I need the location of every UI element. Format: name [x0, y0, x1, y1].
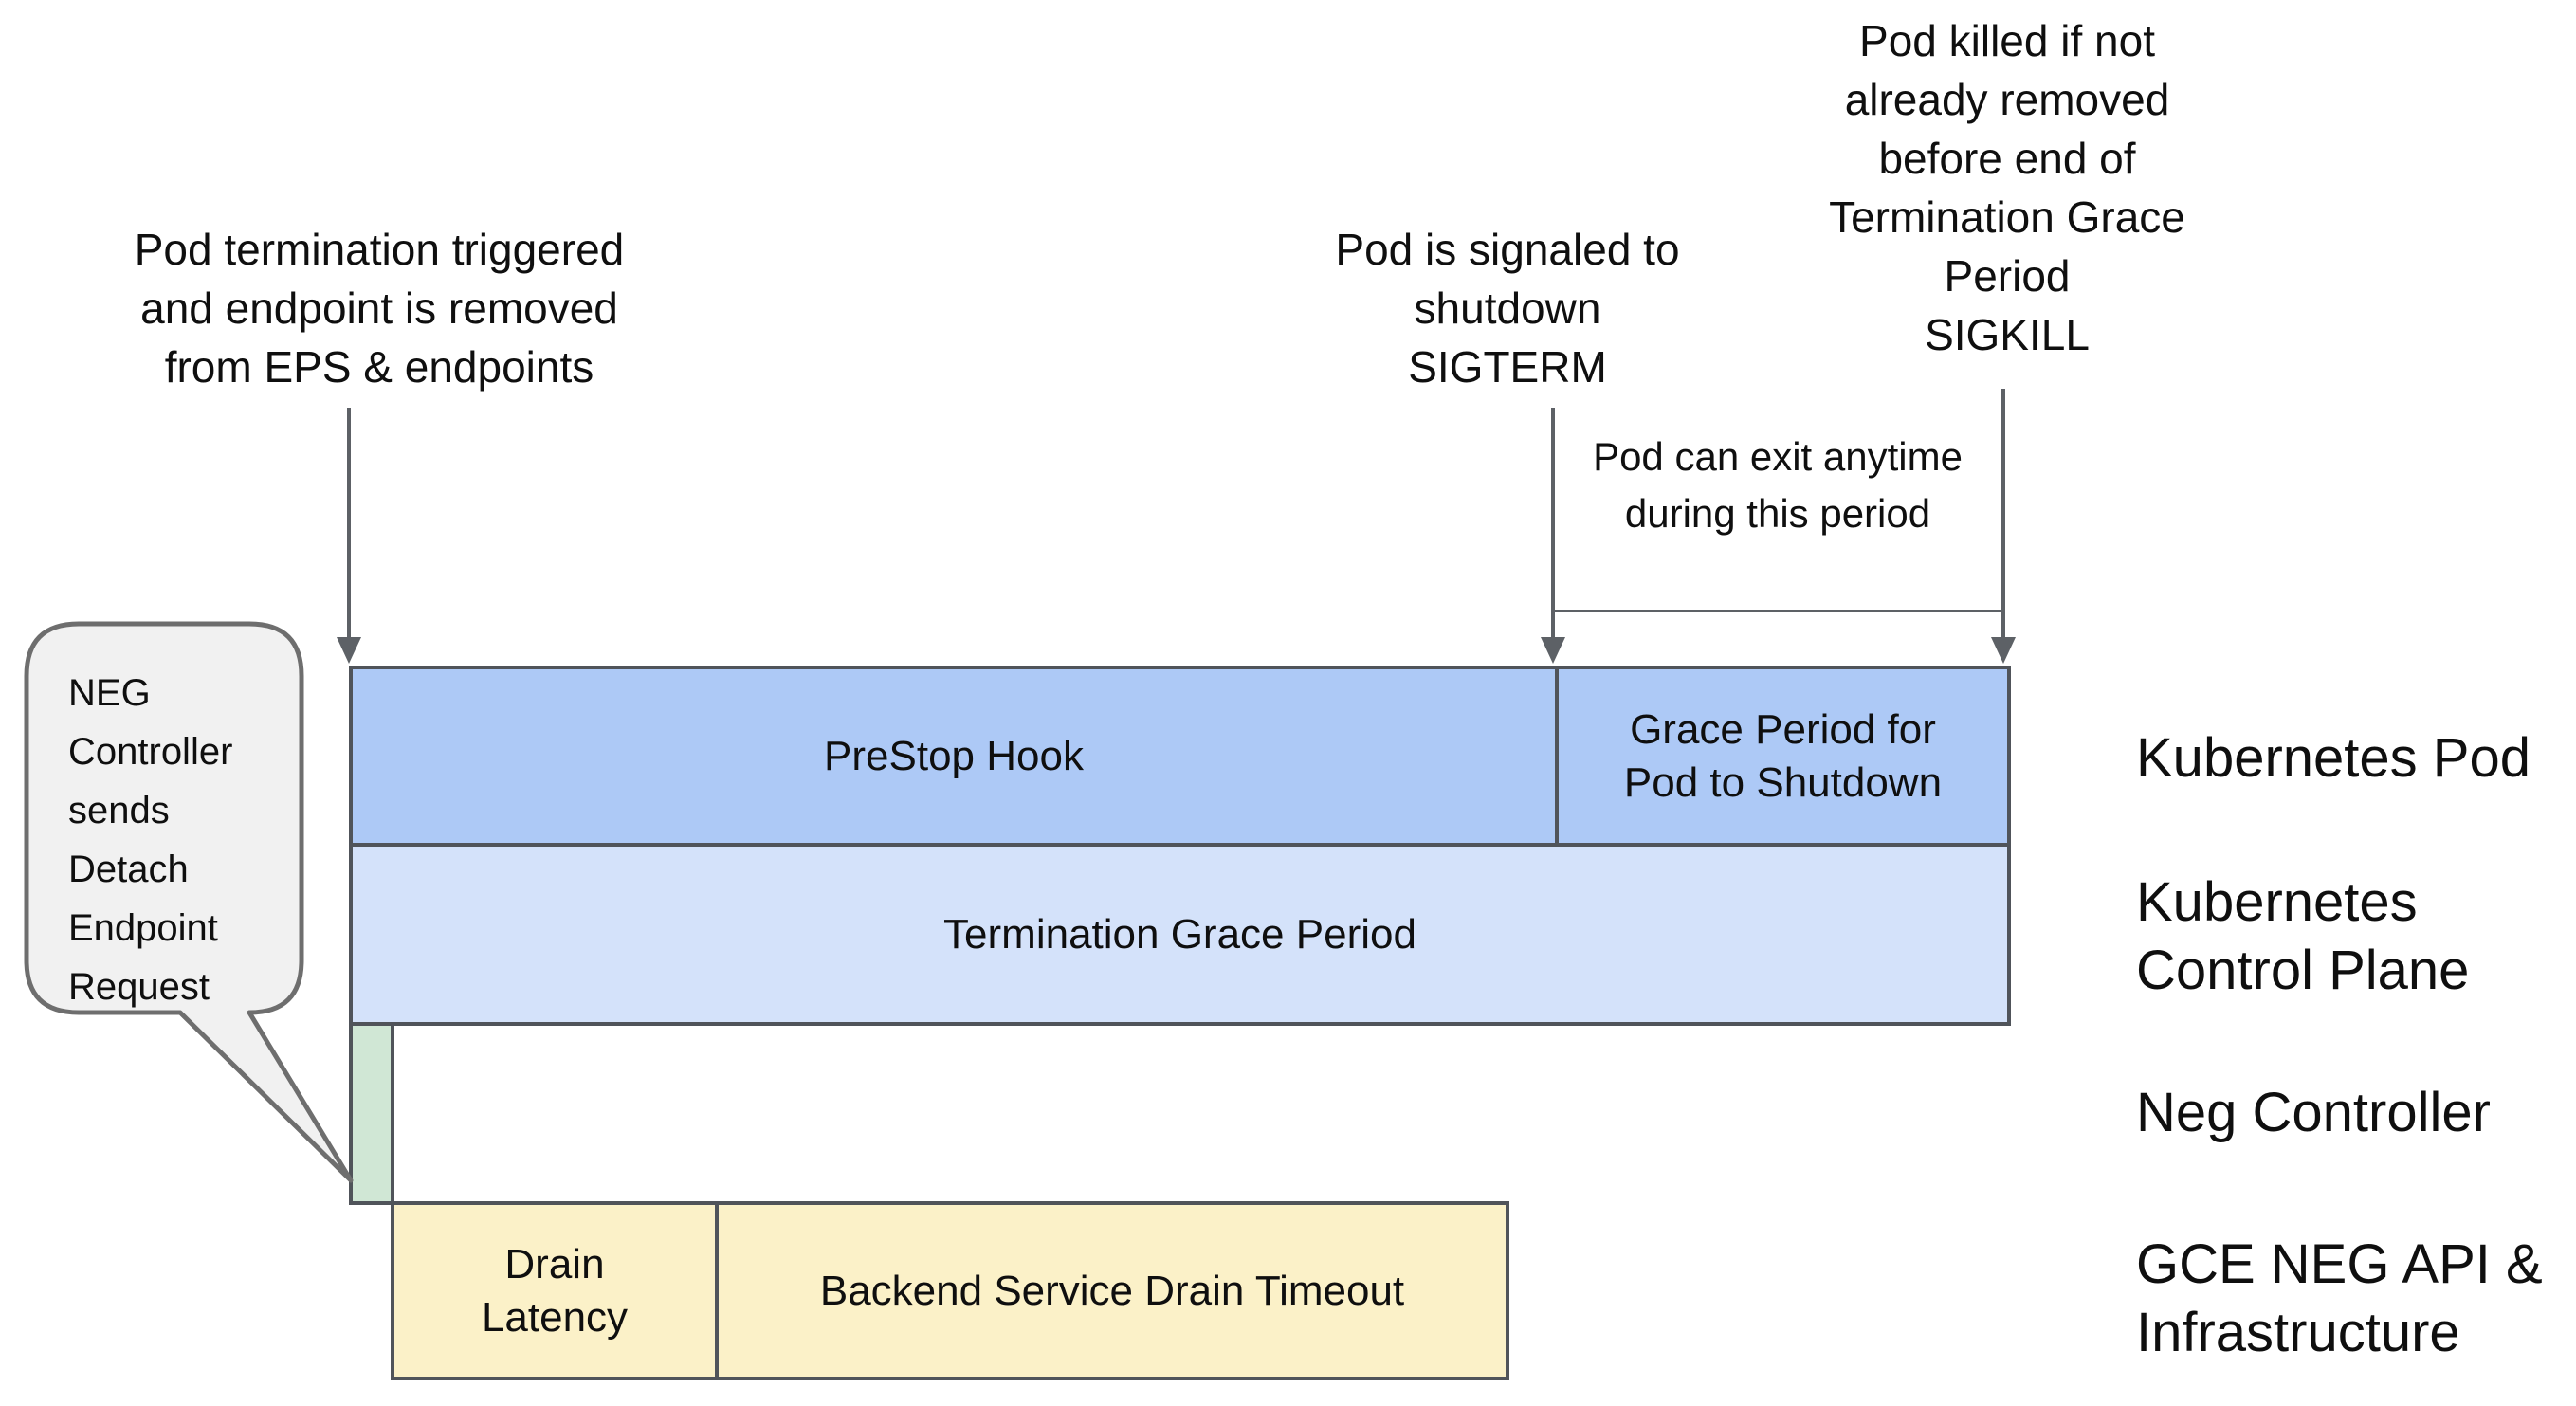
lane-label-gce-neg-api: GCE NEG API & Infrastructure: [2136, 1233, 2543, 1363]
bar-grace-period-label: Grace Period for Pod to Shutdown: [1623, 705, 1943, 806]
exit-window-bracket-line: [1553, 610, 2003, 612]
lane-label-neg-controller: Neg Controller: [2136, 1082, 2491, 1143]
annotation-sigkill: Pod killed if not already removed before…: [1829, 16, 2185, 359]
arrow-head-sigkill: [1991, 637, 2016, 664]
lane-label-kubernetes-control-plane: Kubernetes Control Plane: [2136, 871, 2470, 1001]
bar-backend-drain-label: Backend Service Drain Timeout: [819, 1267, 1405, 1314]
annotation-pod-termination-triggered: Pod termination triggered and endpoint i…: [134, 225, 625, 392]
bar-row-kubernetes-pod: PreStop Hook Grace Period for Pod to Shu…: [349, 666, 2011, 847]
speech-bubble-shape: [24, 621, 354, 1183]
arrow-line-sigkill: [2001, 389, 2005, 639]
bar-grace-period-pod-shutdown: Grace Period for Pod to Shutdown: [1555, 669, 2007, 843]
bar-prestop-hook-label: PreStop Hook: [824, 732, 1084, 779]
bar-row-gce-drain: Drain Latency Backend Service Drain Time…: [391, 1201, 1509, 1380]
annotation-sigterm: Pod is signaled to shutdown SIGTERM: [1335, 225, 1680, 392]
lane-label-kubernetes-pod: Kubernetes Pod: [2136, 727, 2530, 789]
bar-termination-grace-label: Termination Grace Period: [943, 910, 1416, 958]
neg-controller-speech-bubble: [24, 621, 354, 1183]
bar-row-neg-controller: [349, 1022, 394, 1205]
bar-termination-grace-period: Termination Grace Period: [353, 847, 2007, 1022]
bar-drain-latency: Drain Latency: [394, 1205, 715, 1377]
speech-bubble-text: NEG Controller sends Detach Endpoint Req…: [68, 672, 233, 1008]
bar-backend-drain-timeout: Backend Service Drain Timeout: [715, 1205, 1506, 1377]
arrow-line-termination-trigger: [347, 408, 351, 639]
arrow-line-sigterm: [1551, 408, 1555, 639]
arrow-head-sigterm: [1541, 637, 1565, 664]
bar-row-control-plane: Termination Grace Period: [349, 843, 2011, 1026]
arrow-head-termination-trigger: [337, 637, 361, 664]
bar-drain-latency-label: Drain Latency: [481, 1240, 629, 1341]
bar-prestop-hook: PreStop Hook: [353, 669, 1555, 843]
bar-neg-detach: [353, 1026, 391, 1201]
annotation-exit-window: Pod can exit anytime during this period: [1593, 434, 1963, 536]
